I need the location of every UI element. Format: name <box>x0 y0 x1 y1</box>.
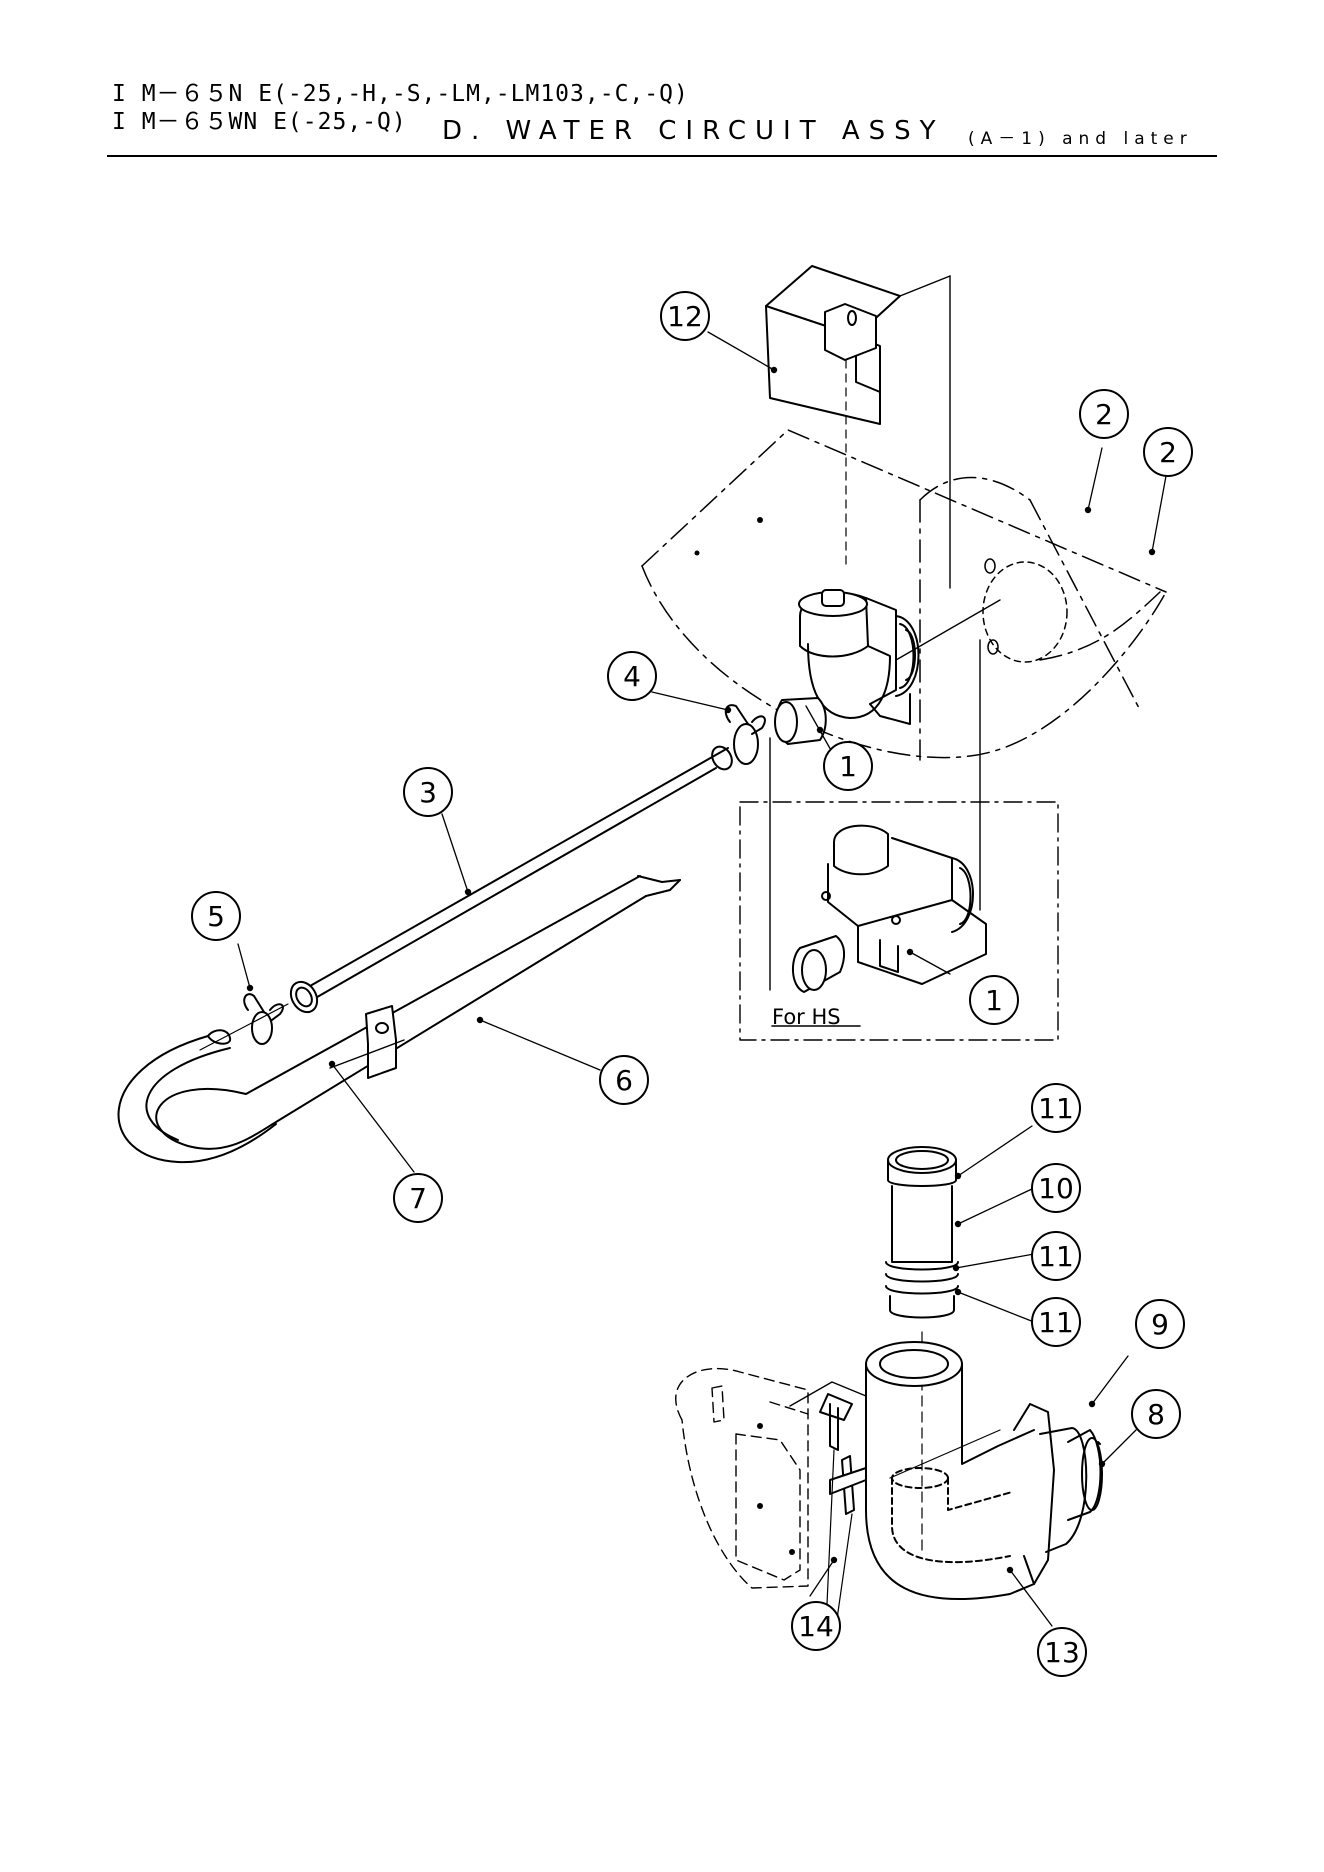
callout-7: 7 <box>394 1174 442 1222</box>
part-water-valve <box>770 590 1000 990</box>
part-cover <box>766 266 950 588</box>
svg-text:10: 10 <box>1038 1172 1074 1205</box>
svg-text:13: 13 <box>1044 1636 1080 1669</box>
svg-text:11: 11 <box>1038 1306 1074 1339</box>
callout-13: 13 <box>1038 1628 1086 1676</box>
callout-1a: 1 <box>824 742 872 790</box>
callout-1b: 1 <box>970 976 1018 1024</box>
svg-text:1: 1 <box>839 750 857 783</box>
svg-text:9: 9 <box>1151 1308 1169 1341</box>
callout-2a: 2 <box>1080 390 1128 438</box>
callout-10: 10 <box>1032 1164 1080 1212</box>
svg-text:14: 14 <box>798 1610 834 1643</box>
callout-6: 6 <box>600 1056 648 1104</box>
bin-frame-screws <box>757 1423 795 1555</box>
callout-5: 5 <box>192 892 240 940</box>
callout-4: 4 <box>608 652 656 700</box>
svg-text:3: 3 <box>419 776 437 809</box>
part-outlet-8-9 <box>1014 1404 1102 1584</box>
mounting-panel <box>642 430 1166 760</box>
svg-text:12: 12 <box>667 300 703 333</box>
svg-text:1: 1 <box>985 984 1003 1017</box>
svg-text:5: 5 <box>207 900 225 933</box>
svg-text:11: 11 <box>1038 1092 1074 1125</box>
svg-text:8: 8 <box>1147 1398 1165 1431</box>
part-clips-14 <box>790 1382 866 1626</box>
callout-11b: 11 <box>1032 1232 1080 1280</box>
callout-2b: 2 <box>1144 428 1192 476</box>
svg-text:11: 11 <box>1038 1240 1074 1273</box>
callout-11c: 11 <box>1032 1298 1080 1346</box>
leader-dots <box>247 367 1155 1573</box>
bin-frame-outline <box>676 1369 808 1588</box>
part-clamp-5 <box>244 994 283 1044</box>
callout-12: 12 <box>661 292 709 340</box>
callout-11a: 11 <box>1032 1084 1080 1132</box>
inset-label-for-hs: For HS <box>772 1005 841 1029</box>
svg-text:2: 2 <box>1095 398 1113 431</box>
svg-text:6: 6 <box>615 1064 633 1097</box>
mounting-panel-holes <box>695 517 764 556</box>
svg-text:4: 4 <box>623 660 641 693</box>
callout-3: 3 <box>404 768 452 816</box>
callout-bubbles: 12 2 2 4 1 3 5 1 6 7 11 10 11 11 9 8 14 … <box>192 292 1192 1676</box>
part-elbow-13 <box>866 1342 1034 1599</box>
callout-14: 14 <box>792 1602 840 1650</box>
leader-lines <box>238 332 1166 1626</box>
svg-text:7: 7 <box>409 1182 427 1215</box>
callout-9: 9 <box>1136 1300 1184 1348</box>
svg-text:2: 2 <box>1159 436 1177 469</box>
panel-cutout <box>983 562 1067 662</box>
callout-8: 8 <box>1132 1390 1180 1438</box>
